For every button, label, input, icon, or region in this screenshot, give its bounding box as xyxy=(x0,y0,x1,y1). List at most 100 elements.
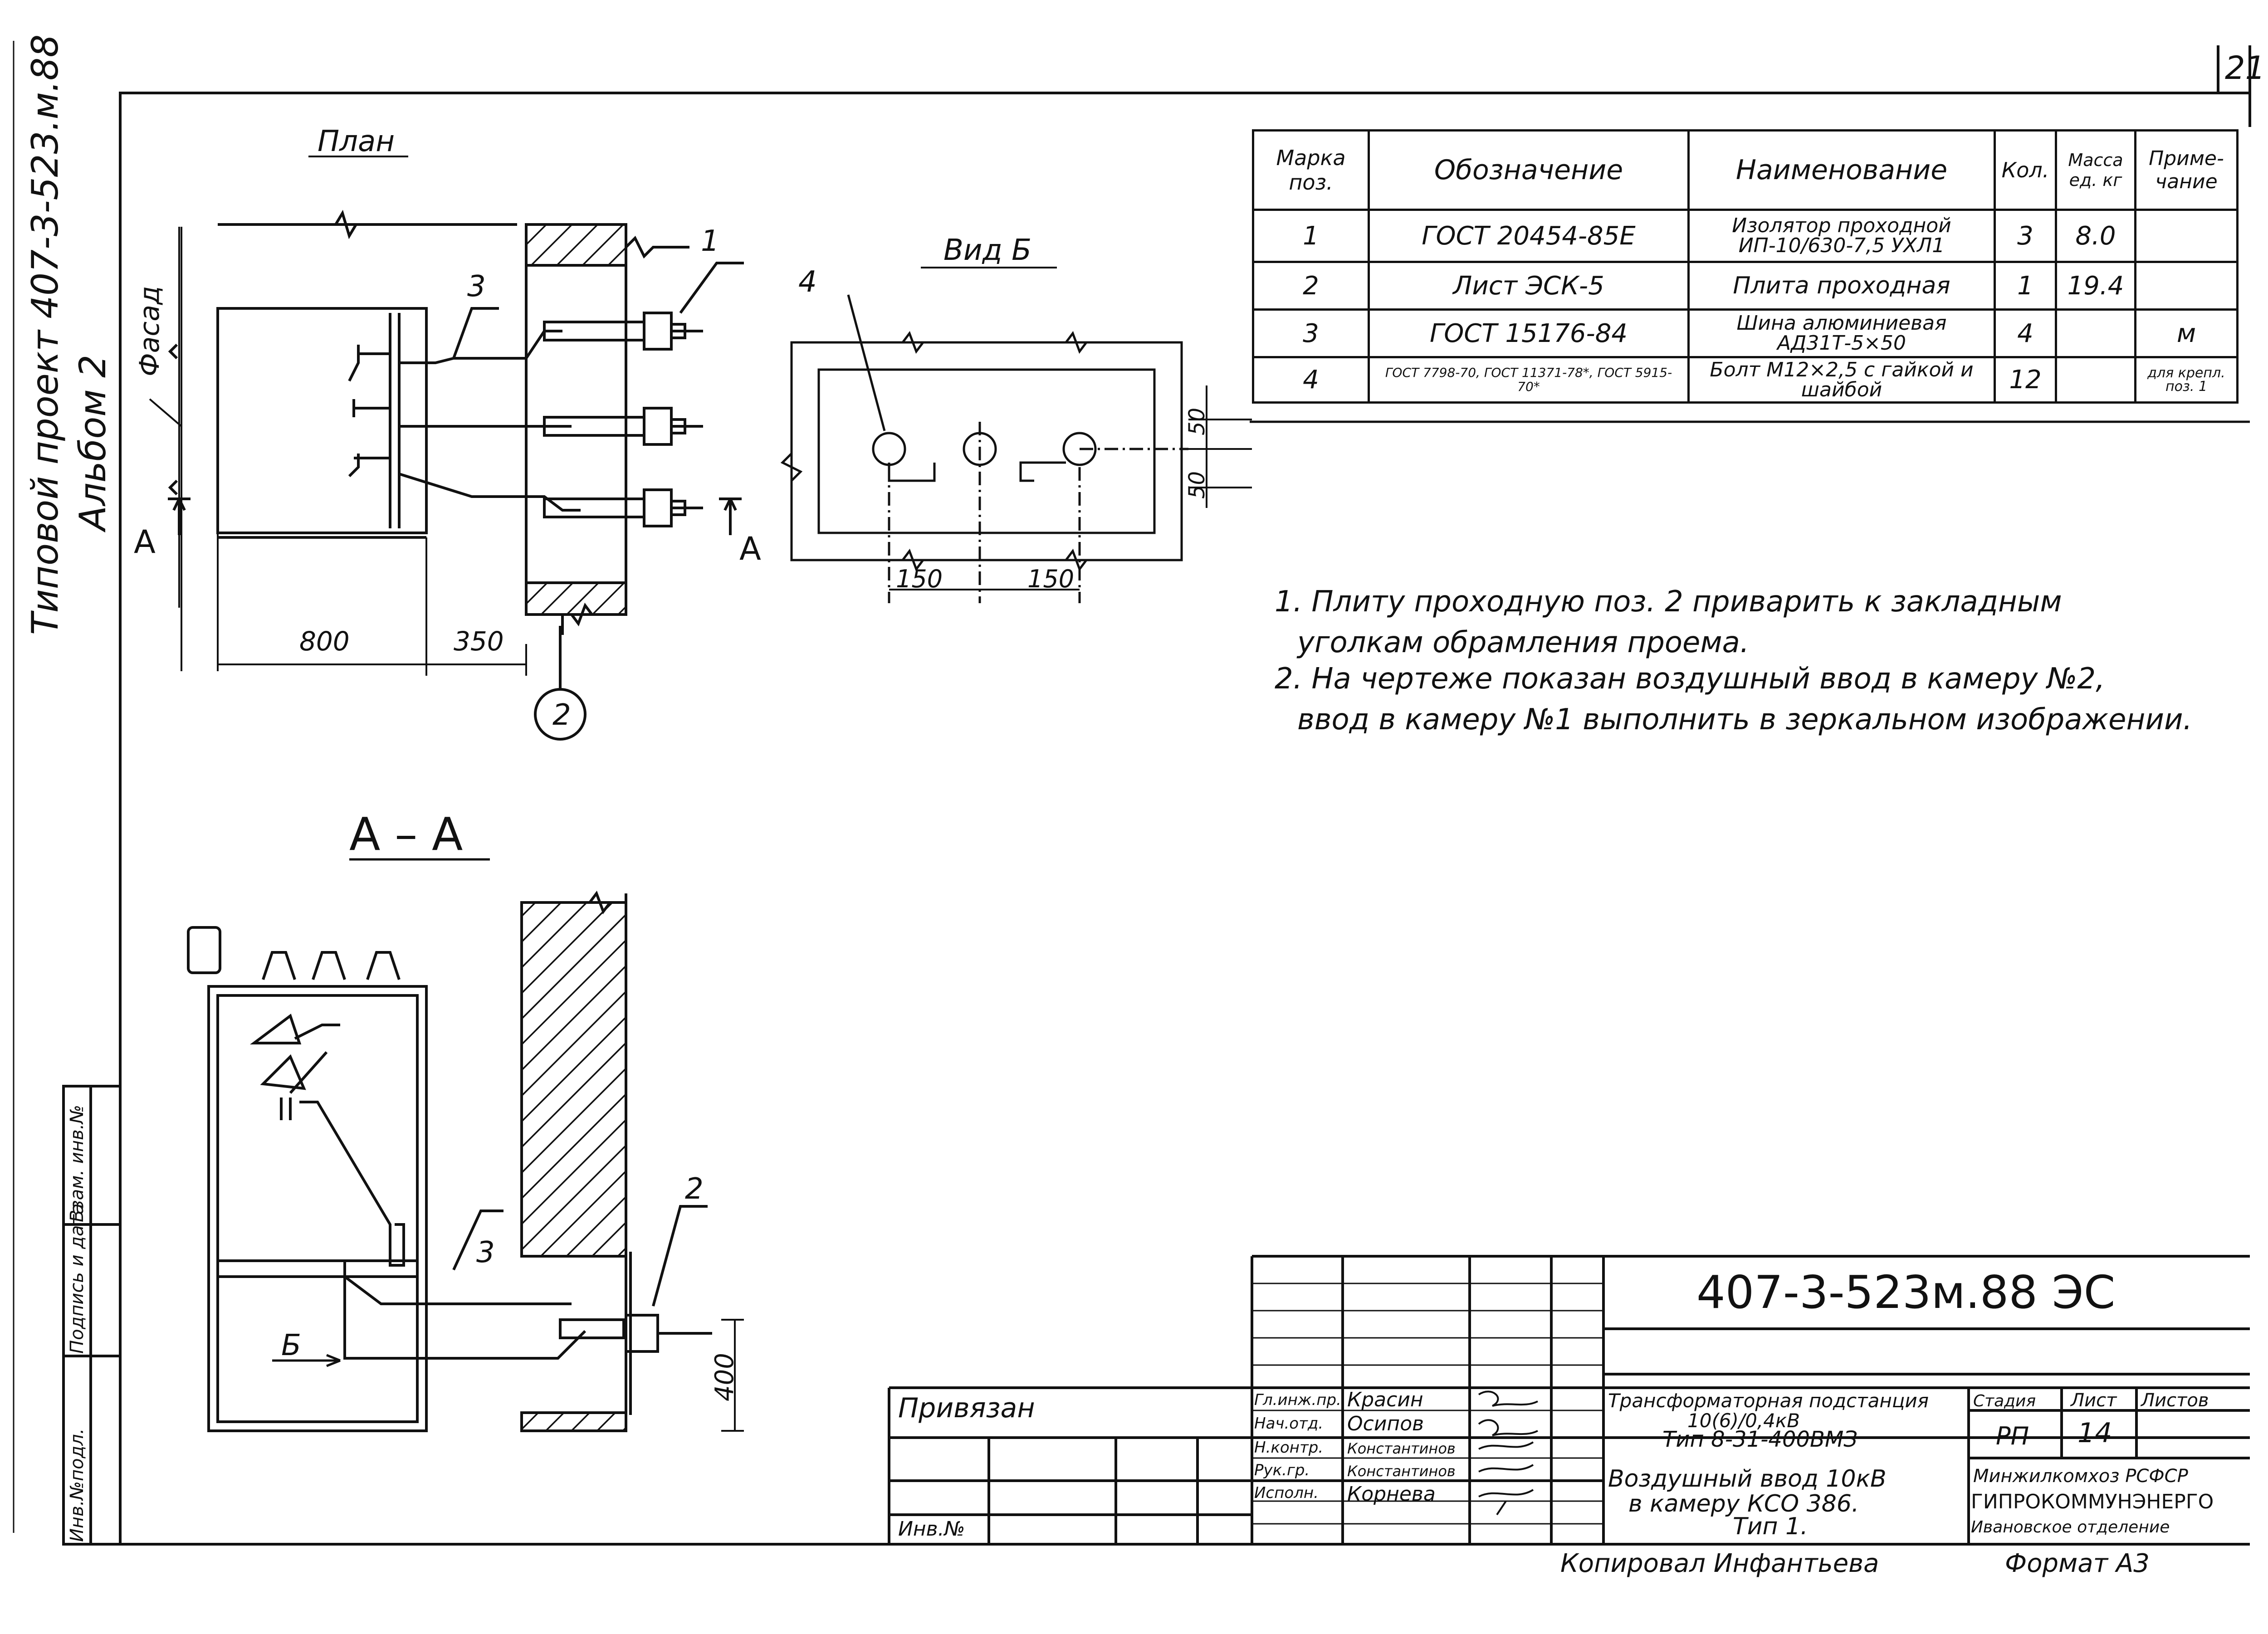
doc-code: 407-3-523м.88 ЭС xyxy=(1696,1266,2116,1319)
sheet-title-line: Тип 1. xyxy=(1733,1513,1808,1540)
copied-by: Копировал Инфантьева xyxy=(1560,1549,1879,1578)
person-name: Красин xyxy=(1347,1388,1423,1411)
spec-mass: 8.0 xyxy=(2055,209,2136,263)
spec-mass: 19.4 xyxy=(2055,261,2136,311)
role-label: Рук.гр. xyxy=(1254,1461,1310,1479)
view-b-drawing xyxy=(780,267,1252,603)
plan-callout-2: 2 xyxy=(552,698,571,732)
object-title-line: Трансформаторная подстанция xyxy=(1608,1390,1929,1412)
spec-header-mass: Масса ед. кг xyxy=(2055,129,2136,211)
sheet-value: 14 xyxy=(2077,1417,2112,1449)
spec-name: Изолятор проходной ИП-10/630-7,5 УХЛ1 xyxy=(1687,209,1996,263)
spec-name: Болт М12×2,5 с гайкой и шайбой xyxy=(1687,356,1996,404)
stamp-inv-podl: Инв.№подл. xyxy=(67,1428,88,1542)
org-line: ГИПРОКОММУНЭНЕРГО xyxy=(1971,1490,2214,1513)
plan-callout-3: 3 xyxy=(467,270,486,303)
section-aa-dim-400: 400 xyxy=(710,1353,739,1401)
spec-header-pos: Марка поз. xyxy=(1252,129,1370,211)
title-block-grid xyxy=(888,1255,2250,1544)
section-aa-drawing xyxy=(187,858,744,1432)
side-project-label: Типовой проект 407-3-523.м.88 xyxy=(24,34,66,635)
spec-name: Плита проходная xyxy=(1687,261,1996,311)
org-line: Ивановское отделение xyxy=(1971,1518,2170,1536)
stage-label: Стадия xyxy=(1973,1392,2036,1410)
format-label: Формат А3 xyxy=(2005,1549,2150,1578)
person-name: Константинов xyxy=(1347,1463,1456,1480)
spec-note xyxy=(2134,209,2239,263)
person-name: Константинов xyxy=(1347,1440,1456,1457)
note-line-3: 2. На чертеже показан воздушный ввод в к… xyxy=(1275,662,2105,696)
spec-header-name: Наименование xyxy=(1687,129,1996,211)
specification-table: Марка поз. Обозначение Наименование Кол.… xyxy=(1252,129,2239,404)
spec-row: 2 Лист ЭСК-5 Плита проходная 1 19.4 xyxy=(1252,261,2239,311)
stage-value: РП xyxy=(1996,1422,2029,1450)
spec-row: 4 ГОСТ 7798-70, ГОСТ 11371-78*, ГОСТ 591… xyxy=(1252,356,2239,404)
view-b-dim-150b: 150 xyxy=(1027,565,1075,593)
facade-label: Фасад xyxy=(134,286,166,376)
role-label: Нач.отд. xyxy=(1254,1415,1324,1433)
object-title-line: Тип 8-31-400ВМЗ xyxy=(1662,1427,1858,1452)
plan-drawing xyxy=(149,156,744,741)
inv-no-label: Инв.№ xyxy=(898,1517,965,1541)
sheet-frame xyxy=(119,92,2250,1544)
spec-row: 3 ГОСТ 15176-84 Шина алюминиевая АД31Т-5… xyxy=(1252,308,2239,358)
spec-header-qty: Кол. xyxy=(1994,129,2057,211)
plan-callout-1: 1 xyxy=(701,224,719,258)
section-aa-callout-2: 2 xyxy=(685,1172,704,1206)
privyazan-label: Привязан xyxy=(898,1392,1035,1424)
section-aa-callout-3: 3 xyxy=(476,1236,495,1269)
spec-designation: Лист ЭСК-5 xyxy=(1368,261,1690,311)
sheet-title-line: в камеру КСО 386. xyxy=(1628,1490,1859,1517)
org-line: Минжилкомхоз РСФСР xyxy=(1973,1466,2188,1487)
spec-pos: 2 xyxy=(1252,261,1370,311)
spec-mass xyxy=(2055,356,2136,404)
spec-header-designation: Обозначение xyxy=(1368,129,1690,211)
object-title-line: 10(6)/0,4кВ xyxy=(1687,1410,1800,1432)
section-aa-title: А – А xyxy=(349,808,463,861)
spec-qty: 1 xyxy=(1994,261,2057,311)
spec-designation: ГОСТ 15176-84 xyxy=(1368,308,1690,358)
person-name: Корнева xyxy=(1347,1483,1436,1506)
spec-qty: 4 xyxy=(1994,308,2057,358)
plan-section-mark-left: А xyxy=(134,523,156,561)
role-label: Исполн. xyxy=(1254,1484,1319,1502)
stamp-signature-date: Подпись и дата xyxy=(67,1203,88,1354)
spec-qty: 3 xyxy=(1994,209,2057,263)
plan-section-mark-right: А xyxy=(739,530,761,567)
spec-qty: 12 xyxy=(1994,356,2057,404)
sheet-number: 21 xyxy=(2225,49,2266,87)
note-line-4: ввод в камеру №1 выполнить в зеркальном … xyxy=(1297,703,2192,737)
spec-pos: 4 xyxy=(1252,356,1370,404)
plan-dim-350: 350 xyxy=(454,626,504,657)
plan-title: План xyxy=(318,125,395,158)
view-b-title: Вид Б xyxy=(943,234,1031,267)
plan-dim-800: 800 xyxy=(299,626,350,657)
spec-designation: ГОСТ 7798-70, ГОСТ 11371-78*, ГОСТ 5915-… xyxy=(1368,356,1690,404)
section-aa-arrow-b: Б xyxy=(281,1329,301,1362)
side-album-label: Альбом 2 xyxy=(72,355,114,531)
person-name: Осипов xyxy=(1347,1412,1424,1435)
spec-name: Шина алюминиевая АД31Т-5×50 xyxy=(1687,308,1996,358)
role-label: Н.контр. xyxy=(1254,1439,1324,1457)
spec-note: м xyxy=(2134,308,2239,358)
sheet-label: Лист xyxy=(2071,1390,2117,1411)
role-label: Гл.инж.пр. xyxy=(1254,1391,1341,1409)
view-b-dim-50a: 50 xyxy=(1184,407,1210,435)
spec-note xyxy=(2134,261,2239,311)
spec-header-note: Приме- чание xyxy=(2134,129,2239,211)
spec-pos: 1 xyxy=(1252,209,1370,263)
note-line-1: 1. Плиту проходную поз. 2 приварить к за… xyxy=(1275,585,2062,619)
stamp-vzam-inv: Взам. инв.№ xyxy=(67,1105,88,1222)
spec-row: 1 ГОСТ 20454-85Е Изолятор проходной ИП-1… xyxy=(1252,209,2239,263)
spec-header-row: Марка поз. Обозначение Наименование Кол.… xyxy=(1252,129,2239,211)
spec-note: для крепл. поз. 1 xyxy=(2134,356,2239,404)
sheet-title-line: Воздушный ввод 10кВ xyxy=(1608,1465,1887,1493)
spec-pos: 3 xyxy=(1252,308,1370,358)
spec-mass xyxy=(2055,308,2136,358)
view-b-callout-4: 4 xyxy=(798,265,817,299)
spec-designation: ГОСТ 20454-85Е xyxy=(1368,209,1690,263)
note-line-2: уголкам обрамления проема. xyxy=(1297,626,1750,659)
view-b-dim-50b: 50 xyxy=(1184,471,1210,499)
view-b-dim-150a: 150 xyxy=(896,565,943,593)
